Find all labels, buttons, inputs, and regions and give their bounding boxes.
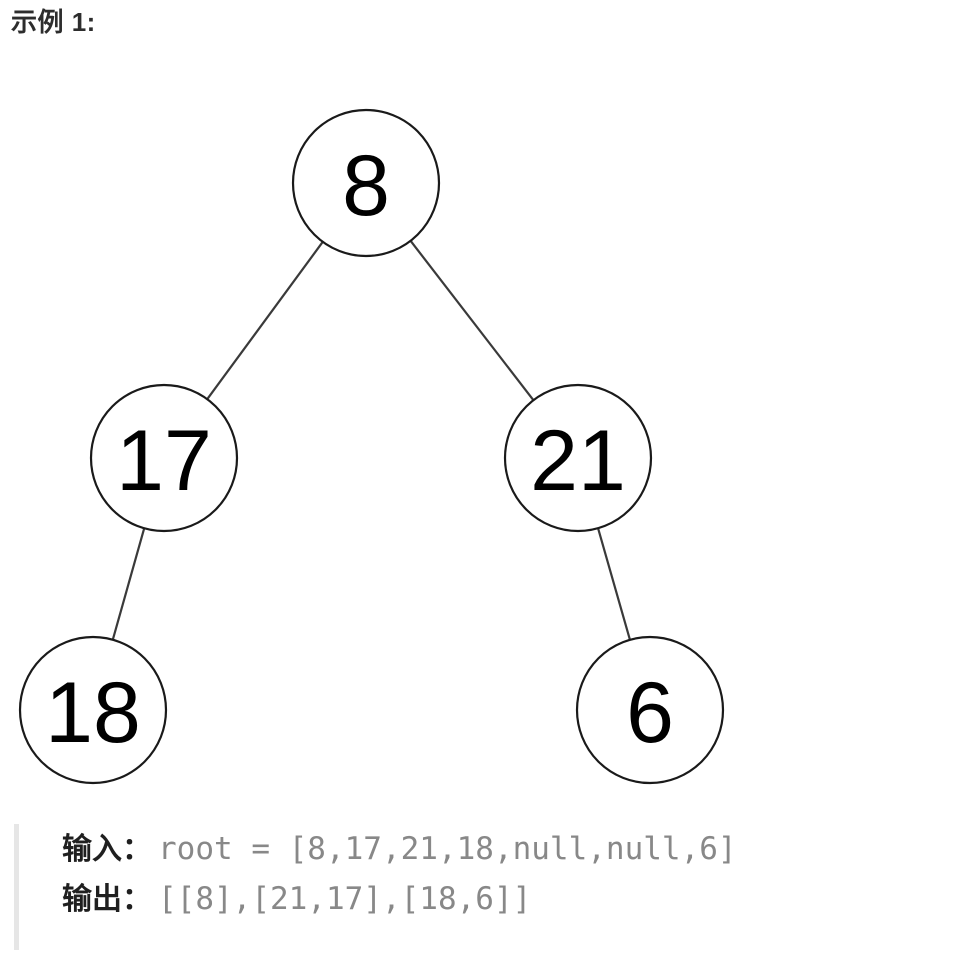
tree-node-17[interactable]: 17 [89,383,239,533]
binary-tree-svg: 8 17 21 18 6 [18,108,725,785]
example-code-block: 输入：root = [8,17,21,18,null,null,6] 输出：[[… [14,824,944,950]
tree-edge-root-to-right [409,240,535,401]
tree-edge-left-to-left-left [111,527,146,641]
tree-node-label: 6 [626,665,674,761]
example-output-line: 输出：[[8],[21,17],[18,6]] [62,874,944,924]
tree-node-circle [89,383,239,533]
binary-tree-figure: 8 17 21 18 6 [0,60,956,820]
tree-node-circle [575,635,725,785]
tree-nodes-group: 8 17 21 18 6 [18,108,725,785]
tree-edges-group [111,240,632,641]
tree-node-18[interactable]: 18 [18,635,168,785]
tree-node-circle [18,635,168,785]
tree-node-label: 8 [342,138,390,234]
example-input-line: 输入：root = [8,17,21,18,null,null,6] [62,824,944,874]
tree-node-label: 17 [116,413,212,509]
output-code: [[8],[21,17],[18,6]] [158,881,532,917]
page-title: 示例 1: [11,7,96,37]
tree-node-8[interactable]: 8 [291,108,441,258]
tree-edge-root-to-left [206,241,324,400]
tree-node-circle [503,383,653,533]
tree-node-6[interactable]: 6 [575,635,725,785]
tree-node-circle [291,108,441,258]
input-code: root = [8,17,21,18,null,null,6] [158,831,737,867]
input-label: 输入： [62,833,152,866]
tree-node-21[interactable]: 21 [503,383,653,533]
tree-node-label: 18 [45,665,141,761]
tree-edge-right-to-right-right [596,527,632,641]
output-label: 输出： [62,883,152,916]
tree-node-label: 21 [530,413,626,509]
